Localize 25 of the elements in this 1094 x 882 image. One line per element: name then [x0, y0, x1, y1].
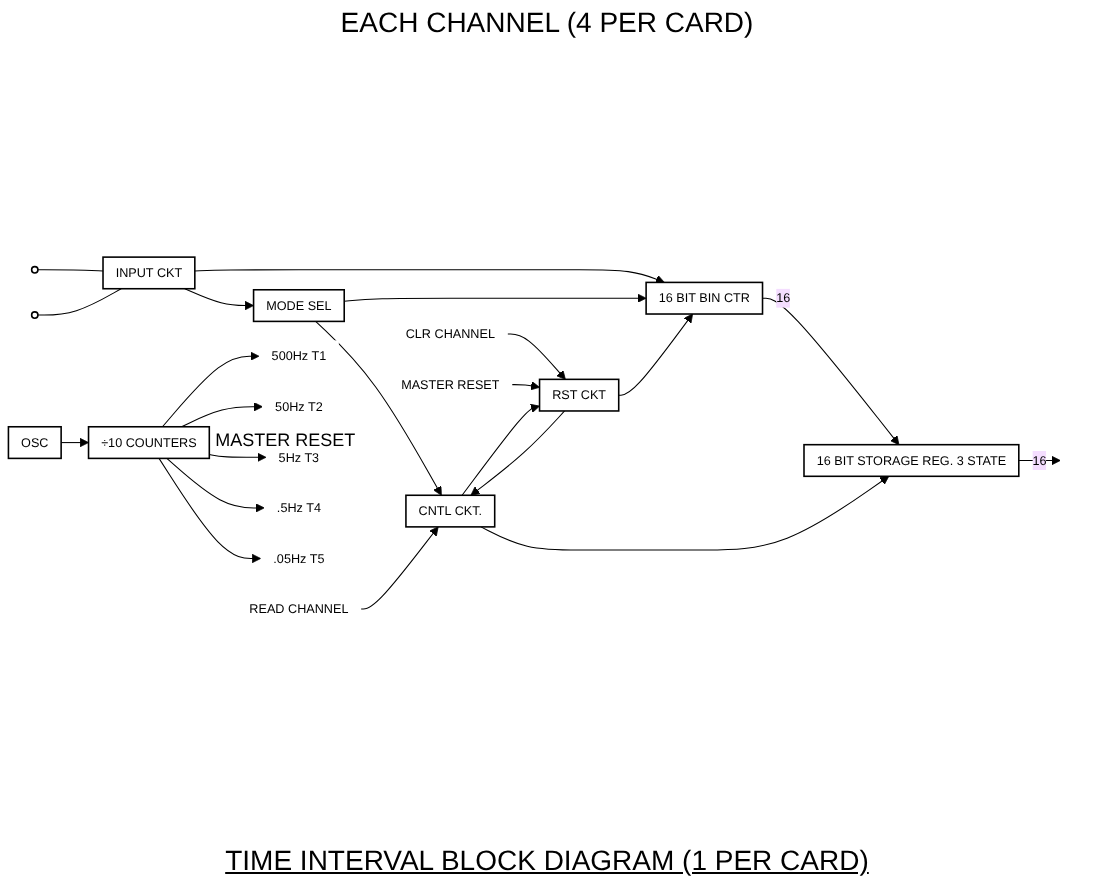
arrow	[360, 526, 439, 610]
arrow	[181, 402, 263, 428]
arrow	[762, 297, 900, 446]
arrow	[343, 293, 647, 303]
connector	[37, 288, 122, 316]
arrow	[507, 333, 566, 380]
connector	[37, 269, 104, 272]
side-label: MASTER RESET	[215, 430, 356, 451]
arrow	[184, 288, 254, 311]
arrow	[194, 269, 665, 284]
arrow	[60, 437, 89, 448]
arrow	[158, 457, 262, 564]
arrow	[161, 351, 260, 428]
arrow	[470, 410, 566, 496]
arrow	[208, 452, 267, 462]
arrow	[480, 475, 890, 551]
arrow	[315, 320, 442, 496]
arrow	[166, 457, 265, 513]
arrow	[461, 403, 540, 496]
section-heading: TIME INTERVAL BLOCK DIAGRAM (1 PER CARD)	[225, 844, 869, 876]
arrow	[618, 313, 693, 396]
arrow	[511, 381, 540, 391]
diagram-title: EACH CHANNEL (4 PER CARD)	[340, 6, 754, 38]
node-circle	[30, 311, 39, 320]
node-circle	[30, 265, 39, 274]
